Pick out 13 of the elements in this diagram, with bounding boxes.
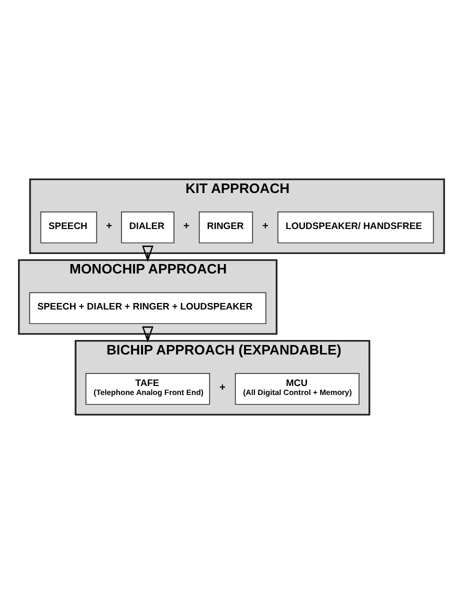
label: +: [219, 382, 226, 394]
arrow: [142, 326, 154, 343]
node-box: RINGER: [198, 212, 253, 244]
label: +: [183, 221, 190, 232]
node-box: DIALER: [121, 212, 174, 244]
node-box: SPEECH: [40, 212, 98, 244]
node-box: MCU (All Digital Control + Memory): [234, 373, 360, 405]
arrow: [142, 246, 154, 262]
node-box: LOUDSPEAKER/ HANDSFREE: [277, 212, 434, 244]
label: +: [106, 221, 112, 232]
node-box: TAFE (Telephone Analog Front End): [85, 373, 210, 405]
label: +: [262, 221, 268, 232]
node-box: SPEECH + DIALER + RINGER + LOUDSPEAKER: [29, 292, 266, 324]
